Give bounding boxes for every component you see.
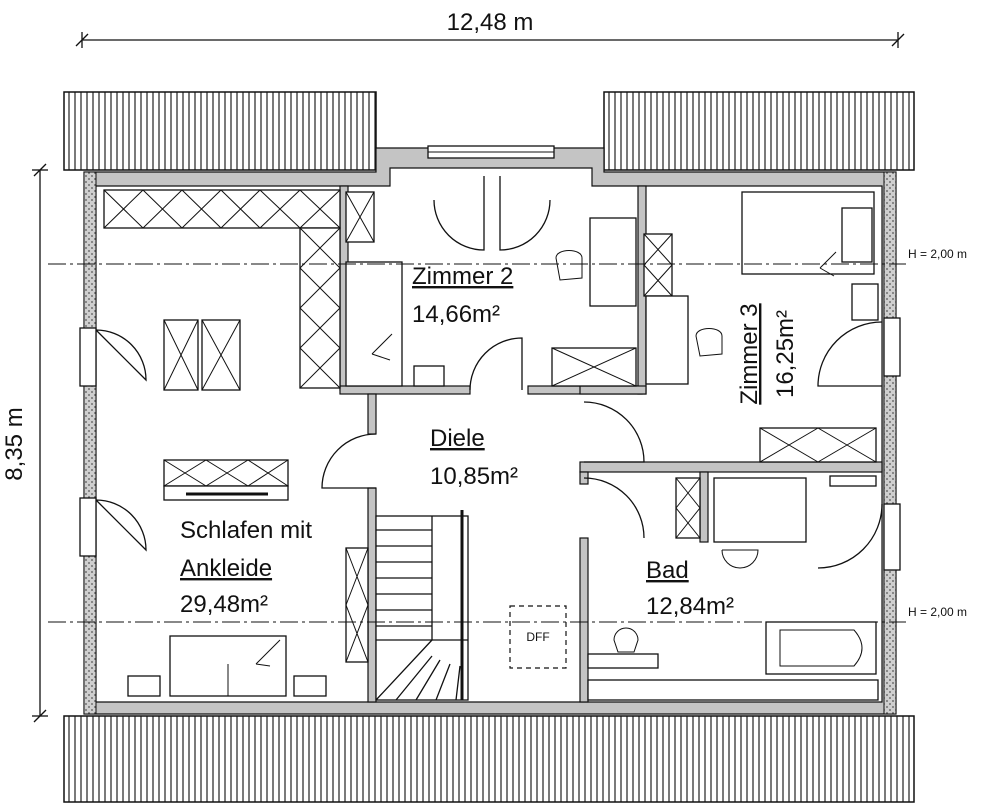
height-label-top: H = 2,00 m: [908, 247, 967, 261]
room-area: 10,85m²: [430, 463, 518, 490]
room-name: Bad: [646, 557, 689, 584]
windows: [79, 145, 901, 571]
room-area: 29,48m²: [180, 591, 268, 618]
room-area: 12,84m²: [646, 593, 734, 620]
room-zimmer-2: Zimmer 2 14,66m²: [412, 263, 513, 328]
room-name-line2: Ankleide: [180, 555, 272, 582]
dimension-height-label: 8,35 m: [1, 407, 28, 480]
dimension-width-label: 12,48 m: [447, 9, 534, 36]
room-bad: Bad 12,84m²: [646, 557, 734, 620]
staircase: [375, 510, 469, 701]
room-name: Zimmer 2: [412, 263, 513, 290]
room-area: 14,66m²: [412, 301, 500, 328]
skylight-dff: DFF: [509, 605, 567, 669]
roof-top-left: [63, 91, 377, 171]
room-schlafen: Schlafen mit Ankleide 29,48m²: [180, 517, 312, 618]
skylight-label: DFF: [526, 630, 549, 644]
dimension-height: 8,35 m: [1, 163, 48, 723]
dimension-width: 12,48 m: [75, 9, 905, 48]
room-area: 16,25m²: [772, 310, 799, 398]
height-line-bottom: H = 2,00 m: [48, 605, 967, 623]
height-label-bottom: H = 2,00 m: [908, 605, 967, 619]
roof-top-right: [603, 91, 915, 171]
room-diele: Diele 10,85m²: [430, 425, 518, 490]
height-line-top: H = 2,00 m: [48, 247, 967, 265]
room-name-line1: Schlafen mit: [180, 517, 312, 544]
interior-walls: [339, 185, 883, 703]
room-zimmer-3: Zimmer 3 16,25m²: [736, 303, 799, 404]
room-name: Diele: [430, 425, 485, 452]
room-name: Zimmer 3: [736, 303, 763, 404]
roof-bottom: [63, 715, 915, 803]
wardrobe-top: [103, 189, 341, 389]
door-swings: [95, 176, 883, 569]
furniture: [103, 189, 879, 701]
